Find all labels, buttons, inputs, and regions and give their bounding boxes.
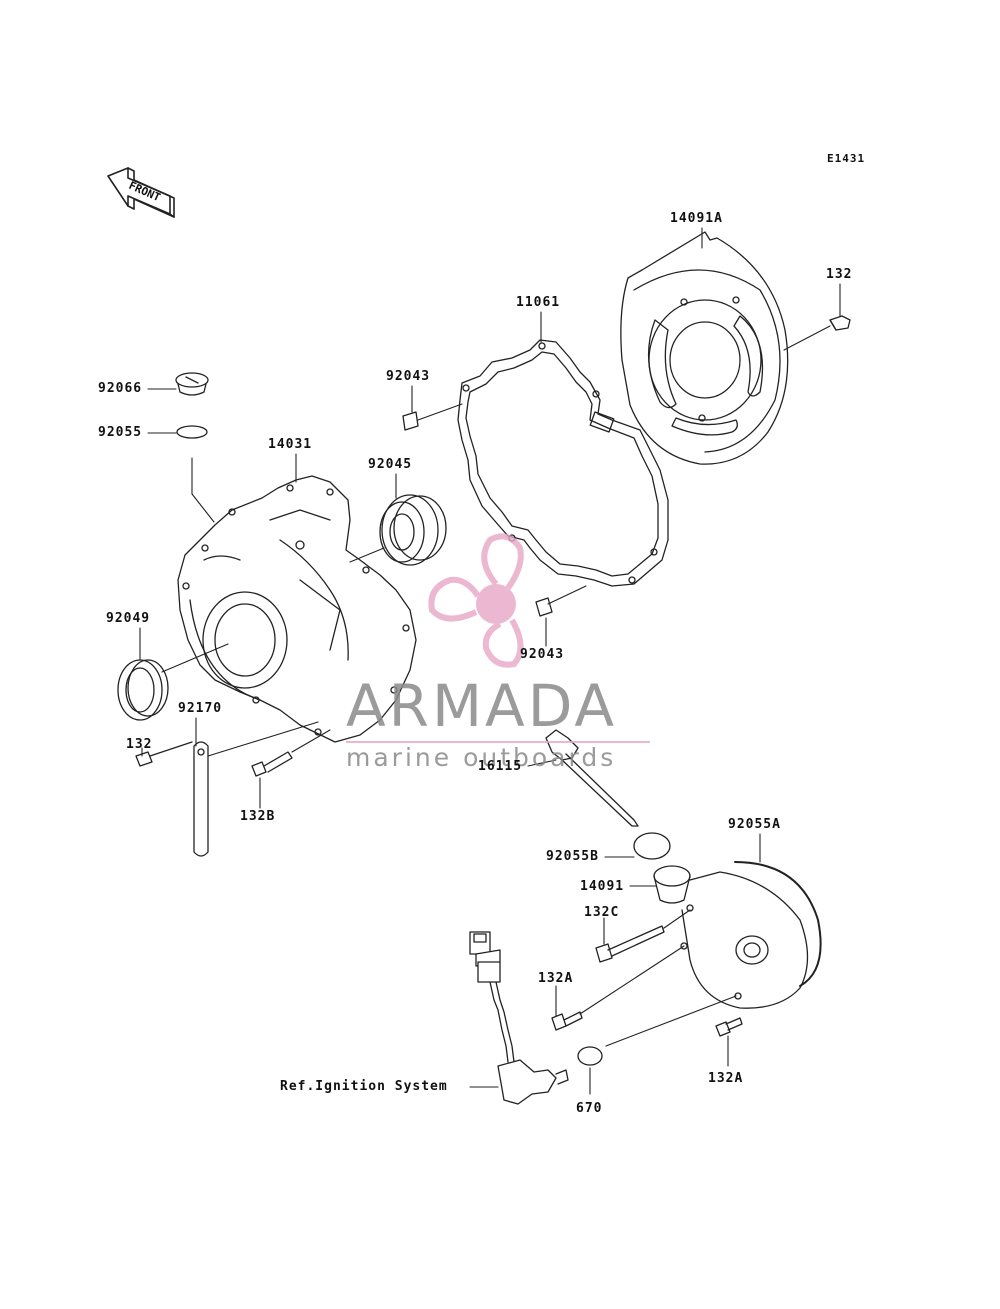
label-92049: 92049 (106, 611, 151, 626)
label-92055B: 92055B (546, 849, 599, 864)
label-92055: 92055 (98, 425, 143, 440)
label-14091: 14091 (580, 879, 625, 894)
bolt-132A-right-drawing (715, 1017, 743, 1037)
label-92043-top: 92043 (386, 369, 431, 384)
label-92170: 92170 (178, 701, 223, 716)
bearing-92045-drawing (379, 494, 447, 566)
front-arrow-icon (107, 167, 175, 218)
engine-cover-14031-drawing (177, 475, 417, 743)
armada-logo-icon (428, 533, 524, 668)
label-132-left: 132 (126, 737, 153, 752)
bolt-132A-left-drawing (551, 1011, 583, 1031)
label-670: 670 (576, 1101, 603, 1116)
sensor-16115-drawing (545, 729, 639, 827)
label-92066: 92066 (98, 381, 143, 396)
label-132A-left: 132A (538, 971, 574, 986)
plug-92066-drawing (175, 372, 209, 396)
oring-92055-drawing (176, 425, 208, 439)
bolt-132-left-drawing (135, 741, 193, 767)
label-11061: 11061 (516, 295, 561, 310)
gasket-11061-drawing (457, 339, 669, 587)
dowel-92043-top-drawing (402, 411, 419, 431)
oil-seal-92049-drawing (117, 659, 169, 721)
dowel-92043-bottom-drawing (535, 597, 553, 617)
cover-14091A-drawing (620, 231, 789, 465)
label-14091A: 14091A (670, 211, 723, 226)
bolt-132B-drawing (251, 751, 293, 777)
label-14031: 14031 (268, 437, 313, 452)
label-132A-right: 132A (708, 1071, 744, 1086)
label-16115: 16115 (478, 759, 523, 774)
bolt-132C-drawing (595, 925, 665, 963)
ignition-pickup-drawing (469, 931, 569, 1105)
label-92043-bottom: 92043 (520, 647, 565, 662)
oring-92055B-drawing (633, 832, 671, 860)
gasket-92055A-drawing (734, 861, 822, 987)
label-ref-ignition-system: Ref.Ignition System (280, 1079, 448, 1094)
label-132B: 132B (240, 809, 276, 824)
watermark-brand: ARMADA (346, 672, 618, 740)
label-132-top: 132 (826, 267, 853, 282)
label-92045: 92045 (368, 457, 413, 472)
housing-14091-drawing (653, 865, 809, 1009)
diagram-code: E1431 (827, 152, 866, 165)
oring-670-drawing (577, 1046, 603, 1066)
plate-92170-drawing (193, 741, 209, 857)
label-132C: 132C (584, 905, 620, 920)
watermark-tagline: marine outboards (346, 743, 617, 772)
bolt-132-top-drawing (829, 315, 851, 331)
label-92055A: 92055A (728, 817, 781, 832)
